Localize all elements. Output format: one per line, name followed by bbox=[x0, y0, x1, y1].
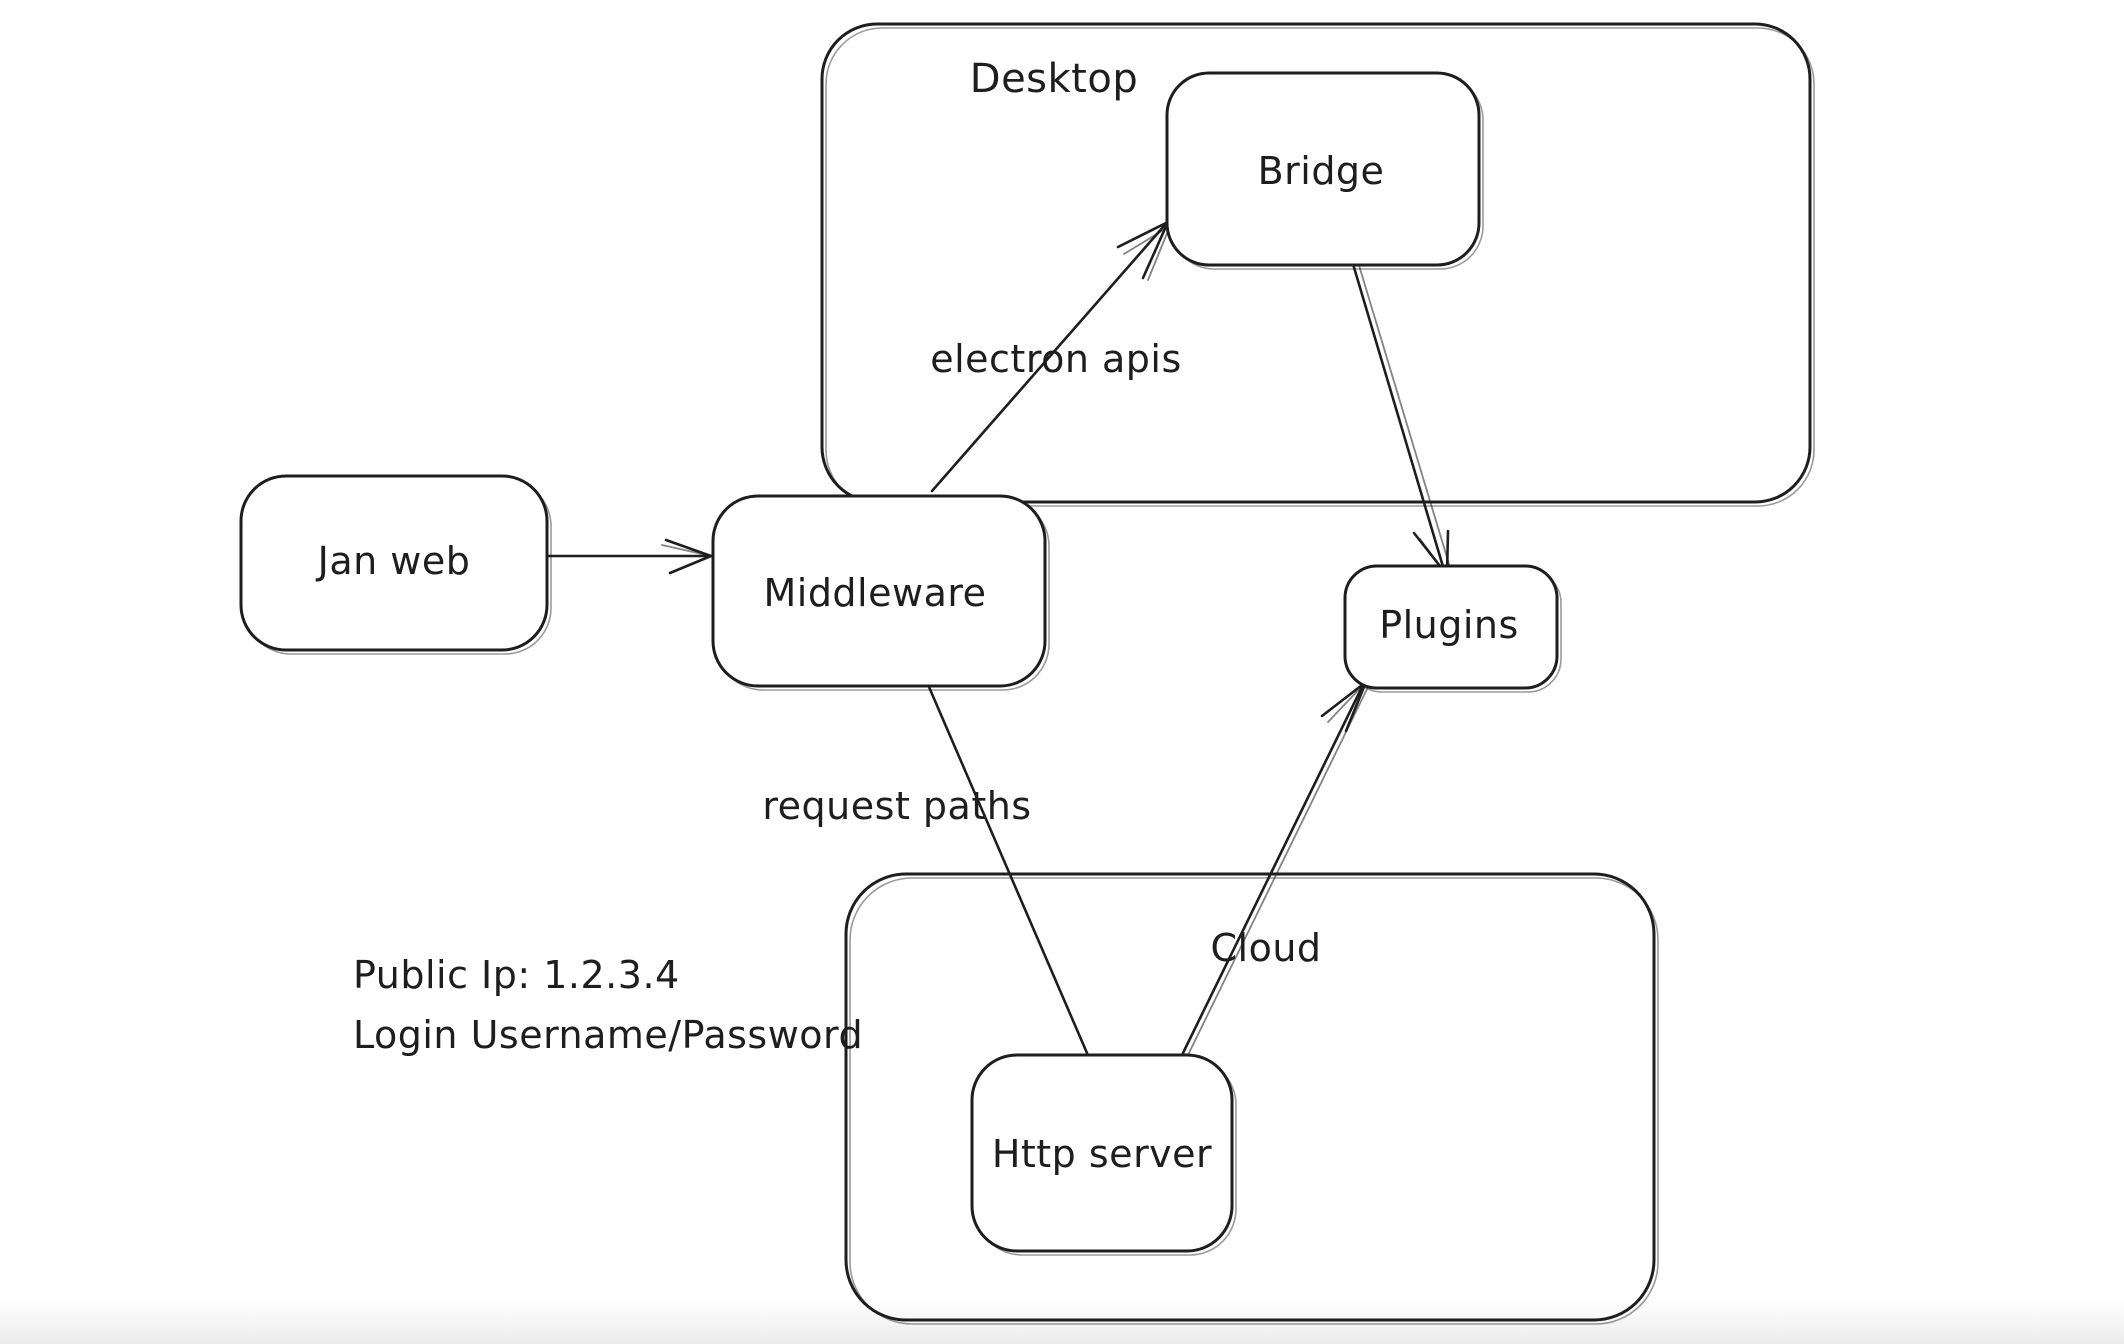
edge-middleware-bridge[interactable] bbox=[930, 220, 1171, 493]
electron-apis-edge-label[interactable]: electron apis bbox=[930, 337, 1182, 382]
middleware-node-label[interactable]: Middleware bbox=[763, 571, 987, 616]
httpserver-node-label[interactable]: Http server bbox=[991, 1132, 1213, 1177]
edge-bridge-plugins[interactable] bbox=[1351, 261, 1450, 577]
login-annotation[interactable]: Login Username/Password bbox=[353, 1013, 864, 1057]
janweb-node-label[interactable]: Jan web bbox=[317, 539, 471, 584]
plugins-node-label[interactable]: Plugins bbox=[1379, 603, 1519, 648]
cloud-container-box[interactable] bbox=[844, 872, 1659, 1325]
cloud-container-label[interactable]: Cloud bbox=[1210, 926, 1322, 971]
public-ip-annotation[interactable]: Public Ip: 1.2.3.4 bbox=[353, 953, 680, 997]
bridge-node-label[interactable]: Bridge bbox=[1257, 149, 1385, 194]
edge-httpserver-plugins[interactable] bbox=[1181, 680, 1369, 1056]
httpserver-node-box[interactable] bbox=[970, 1053, 1237, 1256]
bridge-node-box[interactable] bbox=[1165, 71, 1484, 270]
middleware-node-box[interactable] bbox=[711, 494, 1050, 691]
edge-janweb-middleware[interactable] bbox=[547, 538, 713, 575]
plugins-node-box[interactable] bbox=[1343, 564, 1562, 693]
edge-middleware-httpserver[interactable] bbox=[927, 685, 1092, 1062]
desktop-container-box[interactable] bbox=[820, 22, 1815, 507]
desktop-container-label[interactable]: Desktop bbox=[969, 56, 1139, 102]
janweb-node-box[interactable] bbox=[239, 474, 552, 655]
request-paths-edge-label[interactable]: request paths bbox=[762, 784, 1032, 829]
